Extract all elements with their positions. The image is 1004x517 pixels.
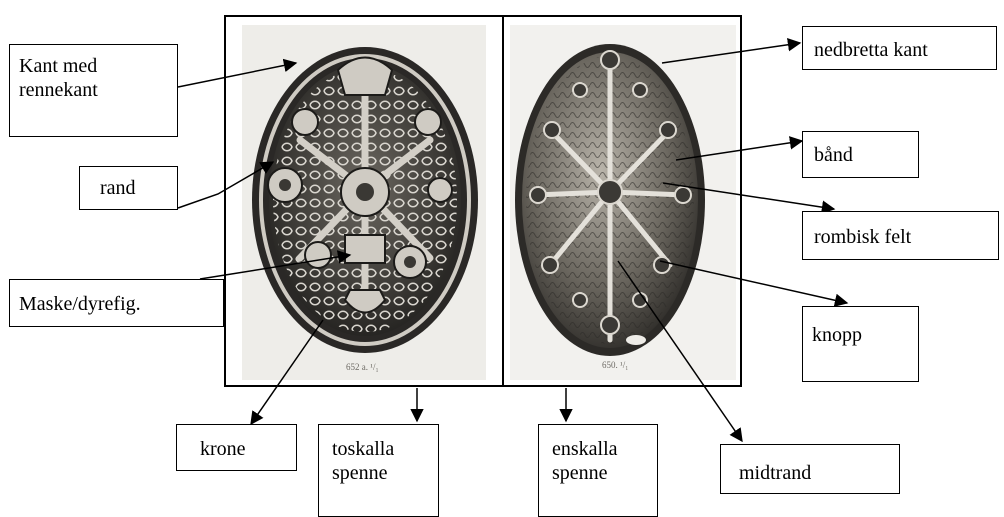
label-knopp: knopp <box>802 306 919 382</box>
label-enskalla-spenne: enskalla spenne <box>538 424 658 517</box>
label-toskalla-spenne: toskalla spenne <box>318 424 439 517</box>
label-rand: rand <box>79 166 178 210</box>
label-nedbretta-kant: nedbretta kant <box>802 26 997 70</box>
label-band: bånd <box>802 131 919 178</box>
label-maske-dyrefig: Maske/dyrefig. <box>9 279 224 327</box>
label-rombisk-felt: rombisk felt <box>802 211 999 260</box>
label-midtrand: midtrand <box>720 444 900 494</box>
left-figure-caption: 652 a. ¹/₁ <box>346 362 379 372</box>
left-oval-brooch <box>252 47 478 353</box>
label-krone: krone <box>176 424 297 471</box>
label-kant-med-rennekant: Kant med rennekant <box>9 44 178 137</box>
right-oval-brooch <box>515 44 705 356</box>
right-figure-caption: 650. ¹/₁ <box>602 360 628 370</box>
